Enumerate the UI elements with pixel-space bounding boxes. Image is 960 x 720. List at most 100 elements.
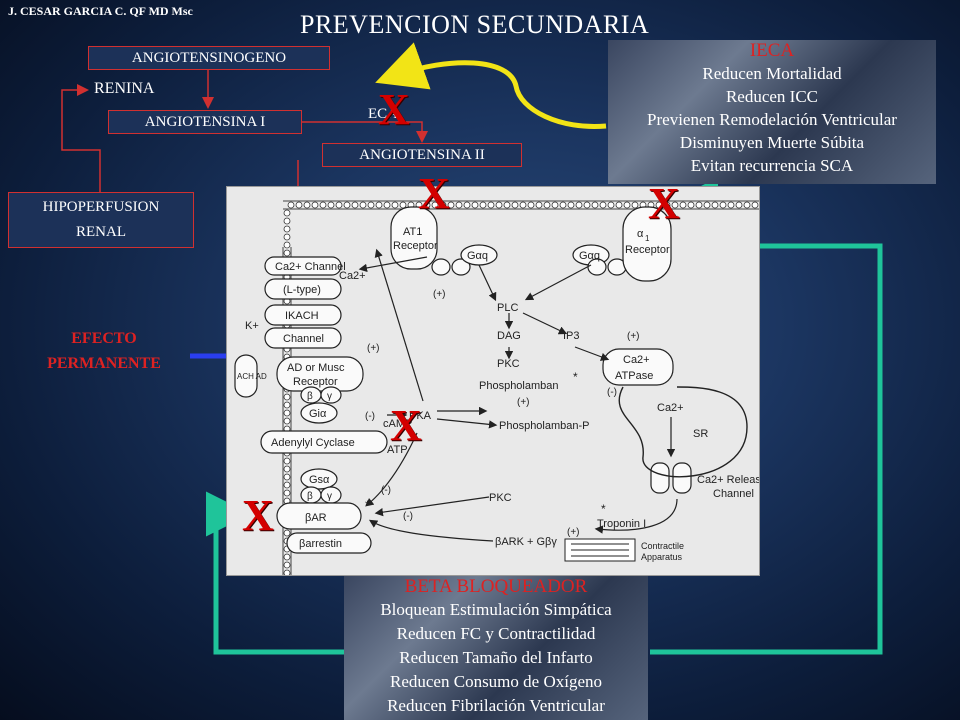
lbl-contractile-2: Apparatus bbox=[641, 552, 683, 562]
arrow-ca-top bbox=[358, 256, 428, 273]
lipid-head bbox=[583, 201, 591, 209]
efecto-line-1: EFECTO bbox=[71, 330, 137, 347]
lbl-release-2: Channel bbox=[713, 488, 754, 500]
lbl-beta2: β bbox=[307, 491, 313, 502]
block-x-at1: X bbox=[418, 169, 450, 218]
lipid-head bbox=[439, 201, 447, 209]
hipoperfusion-box: HIPOPERFUSION RENAL bbox=[8, 192, 194, 248]
lipid-head bbox=[283, 393, 291, 401]
lbl-minus-3: (-) bbox=[403, 511, 413, 522]
arrow-pka-phosphop bbox=[436, 418, 498, 429]
lipid-head bbox=[559, 201, 567, 209]
lbl-plus-5: (+) bbox=[567, 527, 580, 538]
lipid-head bbox=[327, 201, 335, 209]
lbl-atp: ATP bbox=[387, 444, 408, 456]
bb-item: Reducen FC y Contractilidad bbox=[396, 624, 596, 643]
lipid-head bbox=[543, 201, 551, 209]
adenylyl-shape bbox=[260, 430, 388, 454]
block-x-alpha1: X bbox=[648, 179, 680, 228]
lipid-head bbox=[519, 201, 527, 209]
lbl-ad-musc-2: Receptor bbox=[293, 376, 338, 388]
lipid-head bbox=[359, 201, 367, 209]
efecto-permanente-label: EFECTO PERMANENTE bbox=[14, 326, 194, 376]
at1-beta bbox=[431, 258, 451, 276]
lipid-head bbox=[283, 217, 291, 225]
lipid-head bbox=[687, 201, 695, 209]
lipid-head bbox=[283, 249, 291, 257]
lipid-head bbox=[283, 233, 291, 241]
lipid-head bbox=[367, 201, 375, 209]
lipid-head bbox=[527, 201, 535, 209]
lipid-head bbox=[351, 201, 359, 209]
lipid-head bbox=[719, 201, 727, 209]
ieca-item: Previenen Remodelación Ventricular bbox=[647, 110, 897, 129]
lipid-head bbox=[479, 201, 487, 209]
arrow-hipo-to-renina bbox=[61, 84, 101, 192]
lbl-ach-ad: ACH AD bbox=[237, 372, 267, 381]
arrow-ip3-atpase bbox=[574, 346, 610, 361]
lbl-ltype: (L-type) bbox=[283, 284, 321, 296]
at1-shape bbox=[390, 206, 438, 270]
at1-gamma bbox=[451, 258, 471, 276]
gi-shape bbox=[300, 402, 338, 424]
barrestin-shape bbox=[286, 532, 372, 554]
release-channel-shape bbox=[650, 462, 670, 494]
lipid-head bbox=[751, 201, 759, 209]
lipid-head bbox=[283, 529, 291, 537]
ieca-heading: IECA bbox=[749, 40, 795, 61]
atpase-shape bbox=[602, 348, 674, 386]
lbl-gamma2: γ bbox=[327, 491, 332, 502]
ieca-item: Evitan recurrencia SCA bbox=[690, 156, 854, 175]
lipid-head bbox=[671, 201, 679, 209]
lipid-head bbox=[503, 201, 511, 209]
lipid-head bbox=[431, 201, 439, 209]
lbl-plus-2: (+) bbox=[367, 343, 380, 354]
ca-channel-shape bbox=[264, 256, 342, 276]
lipid-head bbox=[735, 201, 743, 209]
lbl-plus-1: (+) bbox=[433, 289, 446, 300]
ieca-panel: IECA Reducen Mortalidad Reducen ICC Prev… bbox=[608, 40, 936, 184]
lipid-head bbox=[287, 201, 295, 209]
lipid-head bbox=[495, 201, 503, 209]
lipid-head bbox=[447, 201, 455, 209]
lipid-head bbox=[283, 561, 291, 569]
lipid-head bbox=[599, 201, 607, 209]
yellow-ieca-arrow bbox=[375, 42, 607, 130]
lipid-head bbox=[655, 201, 663, 209]
lbl-sr: SR bbox=[693, 428, 708, 440]
lbl-gi: Giα bbox=[309, 408, 327, 420]
lbl-gaq: Gαq bbox=[467, 250, 488, 262]
lipid-head bbox=[283, 209, 291, 217]
block-x-bar: X bbox=[242, 491, 274, 540]
lipid-head bbox=[311, 201, 319, 209]
lbl-alpha1-2: Receptor bbox=[625, 244, 670, 256]
lbl-phospholamban-p: Phospholamban-P bbox=[499, 420, 590, 432]
lbl-contractile-1: Contractile bbox=[641, 541, 684, 551]
ach-shape bbox=[234, 354, 258, 398]
lipid-head bbox=[319, 201, 327, 209]
lipid-head bbox=[423, 201, 431, 209]
beta-bloqueador-panel: BETA BLOQUEADOR Bloquean Estimulación Si… bbox=[344, 576, 648, 720]
angiotensina-i-box: ANGIOTENSINA I bbox=[108, 110, 302, 134]
lbl-atpase-2: ATPase bbox=[615, 370, 653, 382]
lbl-minus-2: (-) bbox=[381, 485, 391, 496]
lipid-head bbox=[295, 201, 303, 209]
lipid-head bbox=[283, 481, 291, 489]
lipid-head bbox=[511, 201, 519, 209]
lbl-barrestin: βarrestin bbox=[299, 538, 342, 550]
lipid-head bbox=[283, 553, 291, 561]
lbl-at1-2: Receptor bbox=[393, 240, 438, 252]
arrow-release-troponin bbox=[594, 498, 678, 534]
bar-shape bbox=[276, 502, 362, 530]
bb-item: Reducen Consumo de Oxígeno bbox=[390, 672, 602, 691]
lbl-channel: Channel bbox=[283, 333, 324, 345]
lipid-head bbox=[283, 241, 291, 249]
lbl-atpase-1: Ca2+ bbox=[623, 354, 650, 366]
lipid-head bbox=[615, 201, 623, 209]
bb-item: Bloquean Estimulación Simpática bbox=[380, 600, 612, 619]
lbl-bark: βARK + Gβγ bbox=[495, 536, 557, 548]
lbl-ad-musc-1: AD or Musc bbox=[287, 362, 345, 374]
lbl-star-1: * bbox=[365, 498, 370, 512]
lipid-head bbox=[455, 201, 463, 209]
lipid-head bbox=[695, 201, 703, 209]
